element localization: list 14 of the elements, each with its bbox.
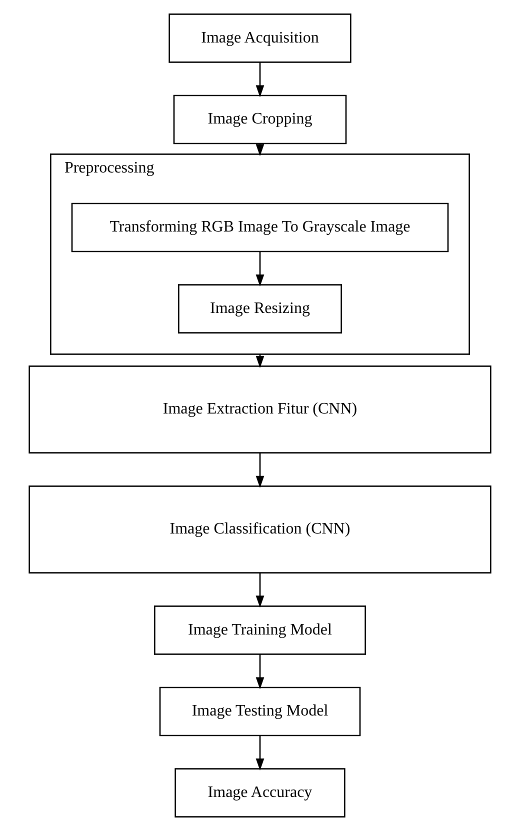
node-box: Image Resizing <box>178 284 342 334</box>
node-box: Image Training Model <box>154 606 366 655</box>
arrow <box>255 736 264 771</box>
arrow <box>255 62 264 98</box>
arrow <box>255 572 264 608</box>
node-box: Image Classification (CNN) <box>28 486 491 574</box>
node-box: Image Accuracy <box>174 768 345 818</box>
arrow <box>255 252 264 287</box>
arrow <box>255 453 264 488</box>
node-box: Image Testing Model <box>158 686 360 736</box>
arrow <box>255 654 264 690</box>
node-box: Transforming RGB Image To Grayscale Image <box>70 202 448 252</box>
node-box: Image Acquisition <box>168 14 351 63</box>
node-box: Image Extraction Fitur (CNN) <box>28 366 491 454</box>
